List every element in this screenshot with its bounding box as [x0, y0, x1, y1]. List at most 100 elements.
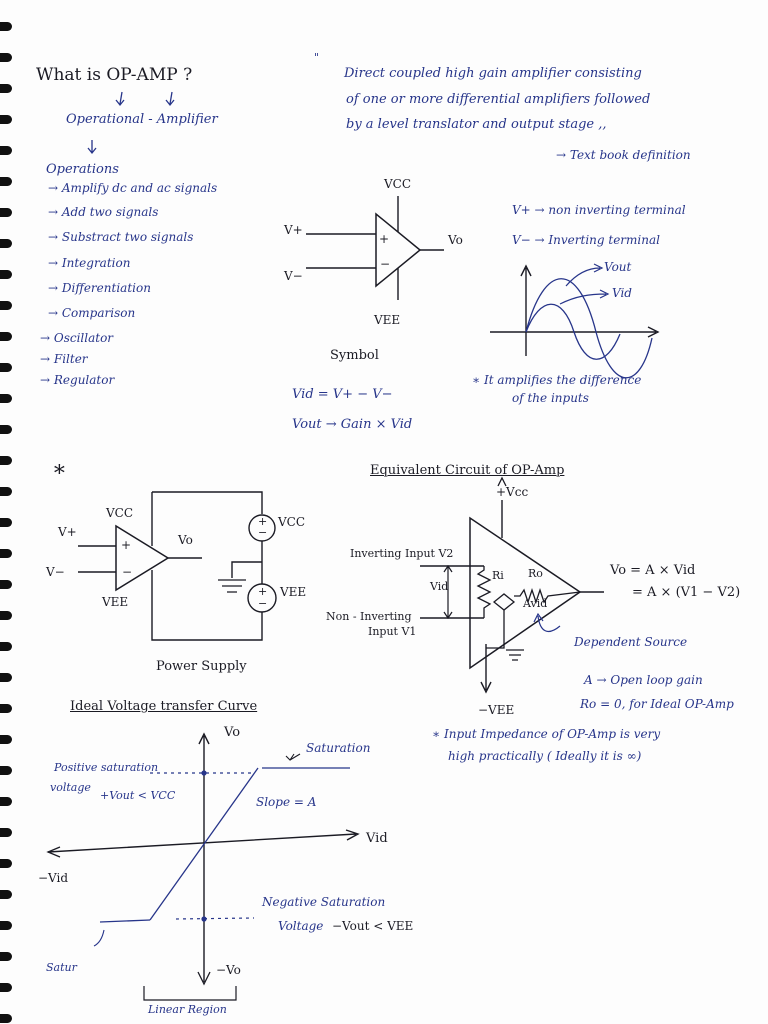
eq-impedance-2: high practically ( Ideally it is ∞)	[448, 749, 642, 763]
binding-ring	[0, 363, 12, 372]
binding-ring	[0, 239, 12, 248]
symbol-vo: Vo	[448, 233, 463, 247]
terminal-noninverting: V+ → non inverting terminal	[512, 203, 686, 217]
ps-vcc-right: VCC	[278, 515, 306, 529]
transfer-linear-region: Linear Region	[148, 1003, 227, 1016]
binding-ring	[0, 1014, 12, 1023]
symbol-vcc: VCC	[384, 177, 412, 191]
ps-vee-left: VEE	[102, 595, 129, 609]
symbol-caption: Symbol	[330, 348, 379, 363]
eq-vcc: +Vcc	[496, 485, 529, 499]
eq-vee: −VEE	[478, 703, 515, 717]
binding-ring	[0, 115, 12, 124]
symbol-vplus: V+	[284, 223, 303, 237]
eq-ro: Ro	[528, 567, 543, 580]
operation-item: → Substract two signals	[48, 230, 194, 244]
eq-vid: Vid	[430, 580, 449, 593]
operation-item: → Filter	[40, 352, 88, 366]
ps-vee-right: VEE	[280, 585, 307, 599]
operation-item: → Differentiation	[48, 281, 151, 295]
binding-ring	[0, 301, 12, 310]
eq-ro-note: Ro = 0, for Ideal OP-Amp	[580, 697, 734, 711]
eq-inverting-input: Inverting Input V2	[350, 547, 454, 560]
eq-gain-note: A → Open loop gain	[584, 673, 703, 687]
intro-expansion: Operational - Amplifier	[66, 112, 218, 127]
binding-ring	[0, 952, 12, 961]
ps-vplus: V+	[58, 525, 77, 539]
eq-vo-eq2: = A × (V1 − V2)	[632, 585, 741, 600]
binding-ring	[0, 518, 12, 527]
binding-ring	[0, 828, 12, 837]
binding-ring	[0, 487, 12, 496]
binding-ring	[0, 983, 12, 992]
binding-ring	[0, 890, 12, 899]
difference-note-2: of the inputs	[512, 391, 589, 405]
transfer-vid-axis: Vid	[366, 831, 388, 846]
ps-cell1-plus: +	[258, 515, 268, 528]
wave-vid-label: Vid	[612, 286, 632, 300]
transfer-neg-sat-1: Negative Saturation	[262, 895, 386, 909]
transfer-neg-vo: −Vo	[216, 963, 241, 977]
operation-item: → Integration	[48, 256, 131, 270]
binding-ring	[0, 394, 12, 403]
ps-cell2-plus: +	[258, 585, 268, 598]
symbol-eq-vout: Vout → Gain × Vid	[292, 417, 413, 432]
binding-ring	[0, 270, 12, 279]
binding-ring	[0, 580, 12, 589]
ps-vcc-left: VCC	[106, 506, 134, 520]
binding-ring	[0, 859, 12, 868]
transfer-pos-sat-1: Positive saturation	[54, 761, 159, 774]
ps-minus: −	[122, 565, 133, 579]
ps-cell1-minus: −	[258, 526, 268, 539]
binding-ring	[0, 704, 12, 713]
operation-item: → Comparison	[48, 306, 136, 320]
eq-vo-eq1: Vo = A × Vid	[610, 563, 696, 578]
transfer-vo-axis: Vo	[224, 725, 241, 740]
binding-ring	[0, 642, 12, 651]
ps-plus: +	[121, 538, 132, 552]
definition-line-3: by a level translator and output stage ,…	[346, 117, 607, 132]
binding-ring	[0, 332, 12, 341]
transfer-title: Ideal Voltage transfer Curve	[70, 699, 258, 714]
binding-ring	[0, 673, 12, 682]
symbol-vminus: V−	[284, 269, 303, 283]
binding-ring	[0, 84, 12, 93]
ps-vminus: V−	[46, 565, 65, 579]
binding-ring	[0, 208, 12, 217]
symbol-plus: +	[379, 232, 390, 246]
equivalent-title: Equivalent Circuit of OP-Amp	[370, 463, 565, 478]
star-mark: ∗	[52, 457, 67, 482]
transfer-neg-vid: −Vid	[38, 871, 69, 885]
symbol-eq-vid: Vid = V+ − V−	[292, 387, 393, 402]
terminal-inverting: V− → Inverting terminal	[512, 233, 660, 247]
binding-ring	[0, 921, 12, 930]
ps-cell2-minus: −	[258, 597, 268, 610]
operations-heading: Operations	[46, 162, 119, 177]
eq-avid: Avid	[523, 597, 548, 610]
binding-ring	[0, 425, 12, 434]
eq-ri: Ri	[492, 569, 504, 582]
binding-ring	[0, 549, 12, 558]
ps-caption: Power Supply	[156, 659, 247, 674]
binding-ring	[0, 456, 12, 465]
eq-noninverting-input-1: Non - Inverting	[326, 610, 412, 623]
difference-note-1: ∗ It amplifies the difference	[472, 373, 642, 387]
transfer-pos-condition: +Vout < VCC	[100, 789, 176, 802]
symbol-minus: −	[380, 257, 391, 271]
intro-title: What is OP-AMP ?	[36, 65, 193, 85]
eq-impedance-1: ∗ Input Impedance of OP-Amp is very	[432, 727, 661, 741]
transfer-satur: Satur	[46, 961, 77, 974]
binding-ring	[0, 797, 12, 806]
binding-ring	[0, 53, 12, 62]
transfer-neg-condition: −Vout < VEE	[332, 919, 414, 933]
definition-line-2: of one or more differential amplifiers f…	[346, 92, 651, 107]
transfer-neg-sat-2: Voltage	[278, 919, 324, 933]
binding-ring	[0, 22, 12, 31]
symbol-vee: VEE	[374, 313, 401, 327]
operation-item: → Oscillator	[40, 331, 114, 345]
transfer-slope: Slope = A	[256, 795, 317, 809]
ps-vo: Vo	[178, 533, 193, 547]
operation-item: → Regulator	[40, 373, 115, 387]
